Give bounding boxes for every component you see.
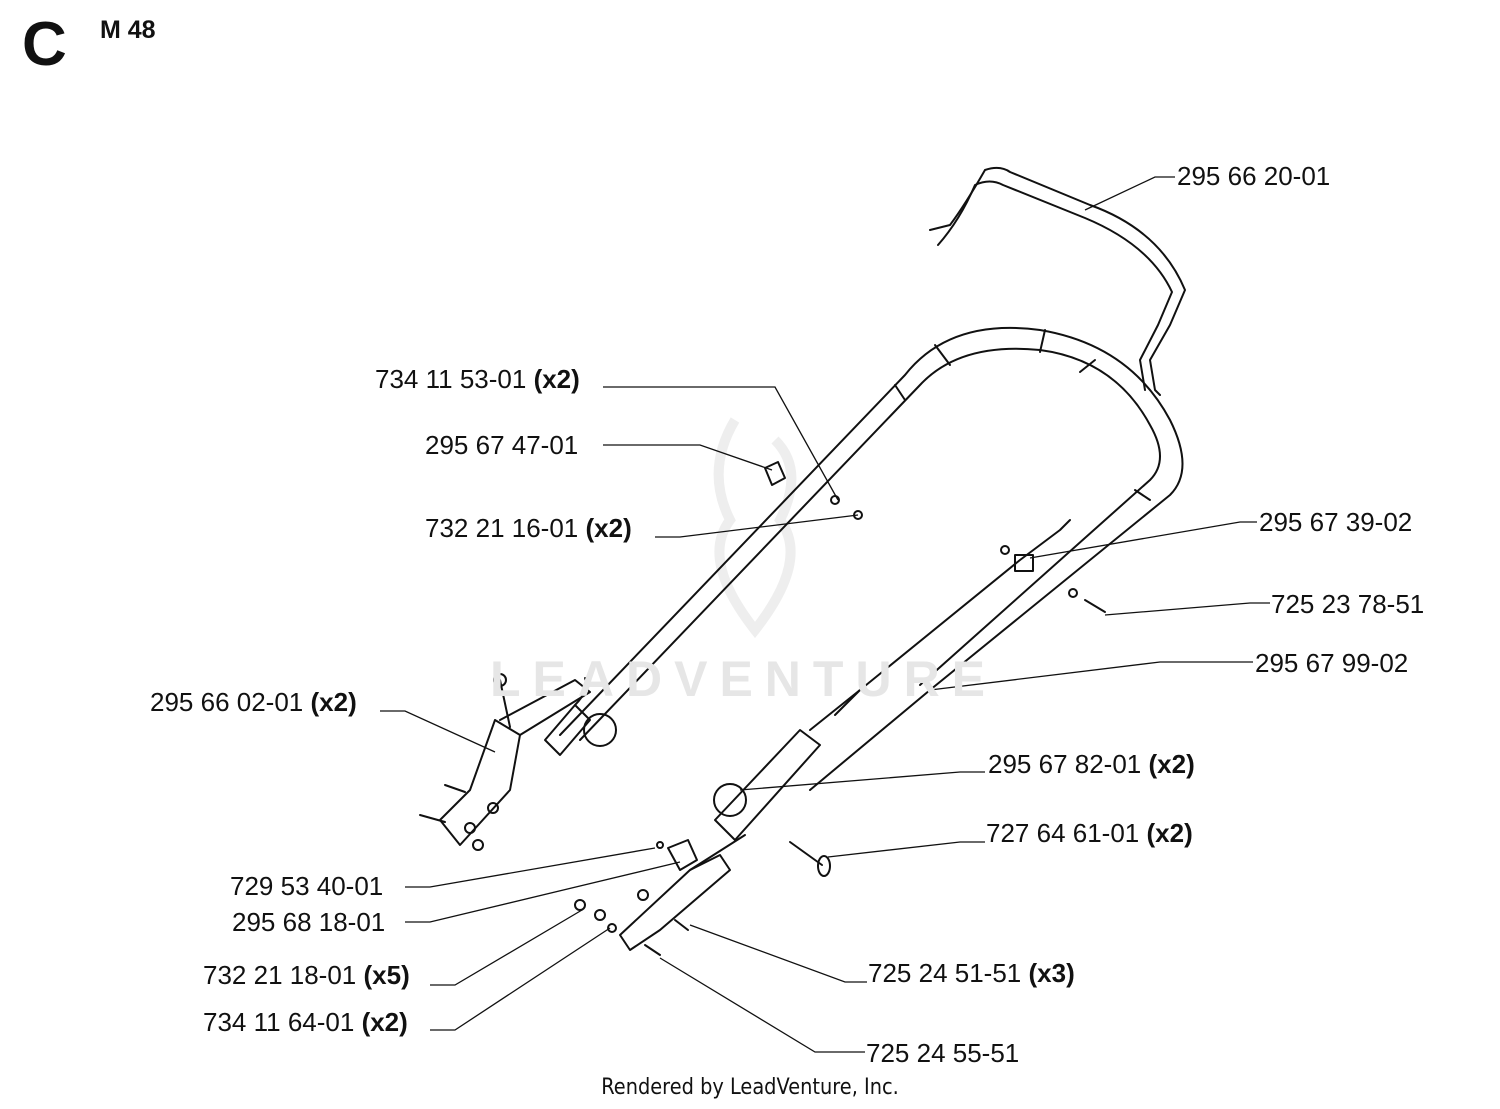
watermark-emblem <box>713 417 797 639</box>
part-qty: (x3) <box>1028 958 1075 988</box>
part-label-732-21-18-01[interactable]: 732 21 18-01 (x5) <box>203 962 410 988</box>
leader-lines <box>380 176 1270 1053</box>
model-label: M 48 <box>100 16 156 44</box>
part-number: 725 24 55-51 <box>866 1038 1020 1068</box>
part-number: 727 64 61-01 <box>986 818 1140 848</box>
part-number: 295 67 47-01 <box>425 430 579 460</box>
handle-assembly <box>419 166 1186 956</box>
part-label-725-24-51-51[interactable]: 725 24 51-51 (x3) <box>868 960 1075 986</box>
part-label-734-11-64-01[interactable]: 734 11 64-01 (x2) <box>203 1009 408 1035</box>
part-number: 295 67 82-01 <box>988 749 1142 779</box>
part-qty: (x5) <box>363 960 410 990</box>
part-number: 732 21 18-01 <box>203 960 357 990</box>
part-label-295-67-47-01[interactable]: 295 67 47-01 <box>425 432 578 458</box>
watermark-text: LEADVENTURE <box>490 651 998 707</box>
part-qty: (x2) <box>361 1007 408 1037</box>
part-number: 295 66 20-01 <box>1177 161 1331 191</box>
part-qty: (x2) <box>310 687 357 717</box>
part-number: 295 68 18-01 <box>232 907 386 937</box>
part-number: 734 11 64-01 <box>203 1007 355 1037</box>
part-qty: (x2) <box>1146 818 1193 848</box>
part-label-734-11-53-01[interactable]: 734 11 53-01 (x2) <box>375 366 580 392</box>
part-label-727-64-61-01[interactable]: 727 64 61-01 (x2) <box>986 820 1193 846</box>
part-label-729-53-40-01[interactable]: 729 53 40-01 <box>230 873 383 899</box>
part-label-295-66-20-01[interactable]: 295 66 20-01 <box>1177 163 1330 189</box>
part-number: 732 21 16-01 <box>425 513 579 543</box>
part-label-295-66-02-01[interactable]: 295 66 02-01 (x2) <box>150 689 357 715</box>
part-label-732-21-16-01[interactable]: 732 21 16-01 (x2) <box>425 515 632 541</box>
part-number: 295 66 02-01 <box>150 687 304 717</box>
part-number: 725 23 78-51 <box>1271 589 1425 619</box>
part-label-725-23-78-51[interactable]: 725 23 78-51 <box>1271 591 1424 617</box>
part-number: 734 11 53-01 <box>375 364 527 394</box>
footer-credit: Rendered by LeadVenture, Inc. <box>601 1075 899 1100</box>
part-qty: (x2) <box>585 513 632 543</box>
part-number: 729 53 40-01 <box>230 871 384 901</box>
part-label-295-67-99-02[interactable]: 295 67 99-02 <box>1255 650 1408 676</box>
part-label-295-67-82-01[interactable]: 295 67 82-01 (x2) <box>988 751 1195 777</box>
part-label-725-24-55-51[interactable]: 725 24 55-51 <box>866 1040 1019 1066</box>
part-number: 725 24 51-51 <box>868 958 1022 988</box>
section-letter: C <box>22 10 67 79</box>
part-number: 295 67 99-02 <box>1255 648 1409 678</box>
part-number: 295 67 39-02 <box>1259 507 1413 537</box>
part-label-295-67-39-02[interactable]: 295 67 39-02 <box>1259 509 1412 535</box>
part-label-295-68-18-01[interactable]: 295 68 18-01 <box>232 909 385 935</box>
part-qty: (x2) <box>1148 749 1195 779</box>
part-qty: (x2) <box>533 364 580 394</box>
